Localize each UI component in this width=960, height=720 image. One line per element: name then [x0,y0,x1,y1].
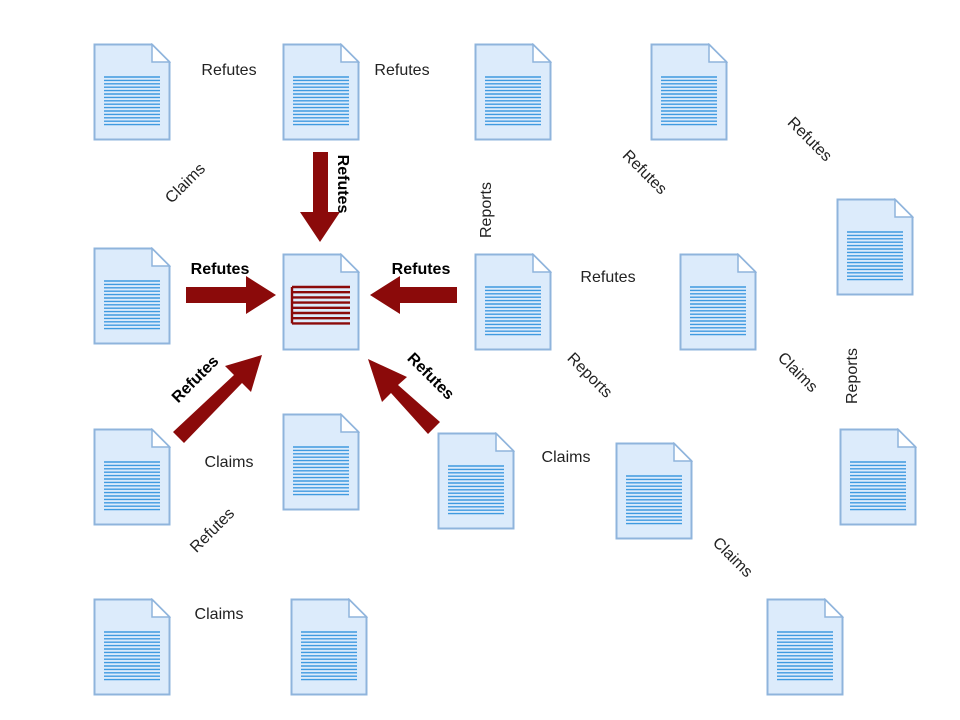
edge-label: Refutes [580,269,636,286]
edge-label: Claims [204,454,254,471]
document-icon [290,598,368,696]
arrow-icon [370,276,457,314]
document-icon [474,43,552,141]
arrow-icon [300,152,340,242]
edge-label: Refutes [374,62,430,79]
document-icon [474,253,552,351]
arrow-icon [368,359,440,434]
target-document-icon [282,253,360,351]
document-icon [839,428,917,526]
edge-label: Claims [194,606,244,623]
document-icon [679,253,757,351]
document-icon [766,598,844,696]
document-icon [93,43,171,141]
edge-label: Refutes [334,154,351,214]
document-icon [615,442,693,540]
edge-label: Claims [541,449,591,466]
arrow-icon [186,276,276,314]
edge-label: Reports [844,347,861,405]
document-icon [93,428,171,526]
document-icon [836,198,914,296]
document-icon [282,43,360,141]
arrow-icon [173,355,262,443]
document-icon [650,43,728,141]
edge-label: Refutes [190,261,250,278]
document-icon [93,598,171,696]
document-icon [93,247,171,345]
edge-label: Reports [478,181,495,239]
edge-label: Refutes [391,261,451,278]
document-icon [437,432,515,530]
edge-label: Refutes [201,62,257,79]
document-icon [282,413,360,511]
